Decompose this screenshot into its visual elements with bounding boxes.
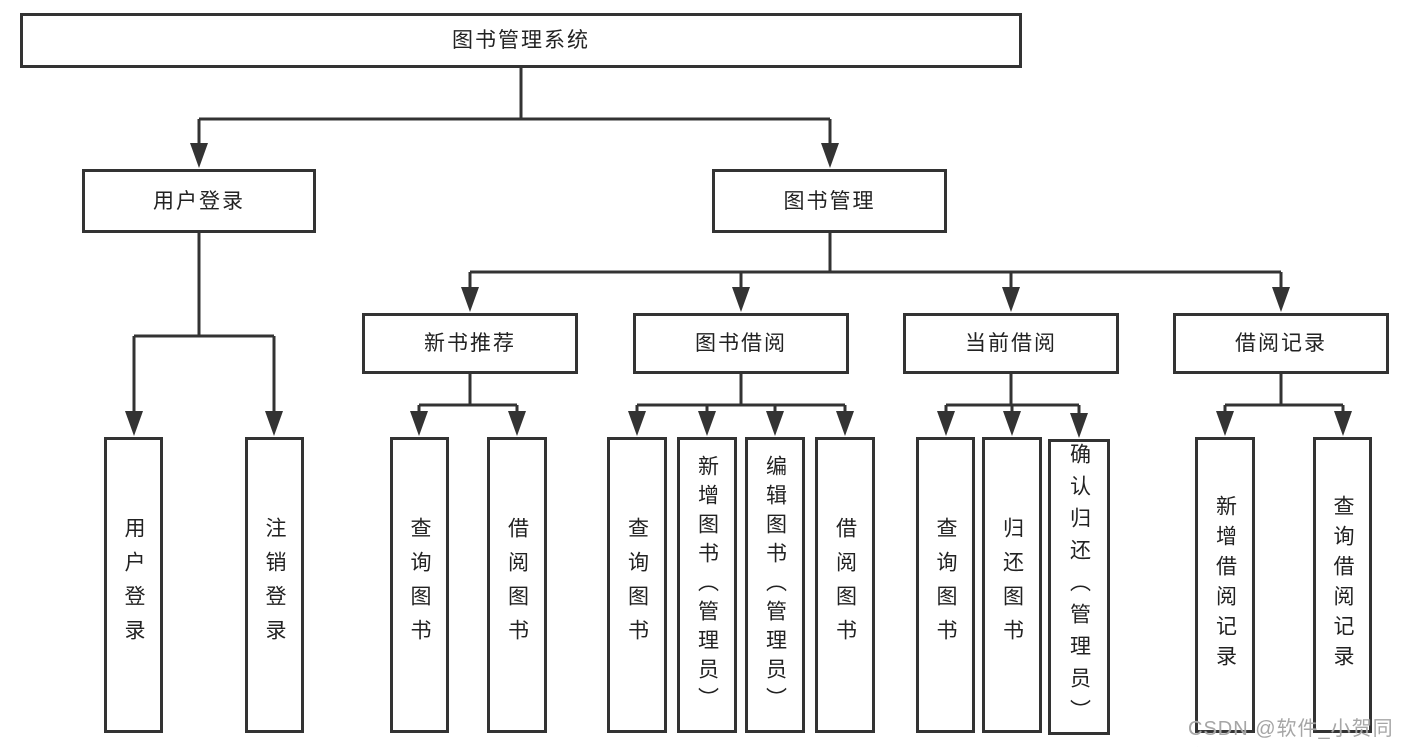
node-borrow-record: 借阅记录: [1173, 313, 1389, 374]
leaf-return-books: 归还图书: [982, 437, 1042, 733]
node-book-borrow: 图书借阅: [633, 313, 849, 374]
leaf-query-books-borrow: 查询图书: [607, 437, 667, 733]
leaf-logout: 注销登录: [245, 437, 304, 733]
leaf-user-login: 用户登录: [104, 437, 163, 733]
node-book-management: 图书管理: [712, 169, 947, 233]
connector-lines: [132, 68, 1345, 413]
leaf-query-books-current: 查询图书: [916, 437, 975, 733]
leaf-add-book-admin: 新增图书（管理员）: [677, 437, 737, 733]
node-new-book-recommend: 新书推荐: [362, 313, 578, 374]
leaf-confirm-return-admin: 确认归还（管理员）: [1048, 439, 1110, 735]
leaf-add-borrow-record: 新增借阅记录: [1195, 437, 1255, 733]
leaf-query-borrow-record: 查询借阅记录: [1313, 437, 1372, 733]
leaf-borrow-books-borrow: 借阅图书: [815, 437, 875, 733]
watermark: CSDN @软件_小贺同学: [1188, 718, 1394, 740]
node-user-login: 用户登录: [82, 169, 316, 233]
arrowhead-icons: [125, 143, 1352, 438]
leaf-query-books-recommend: 查询图书: [390, 437, 449, 733]
leaf-edit-book-admin: 编辑图书（管理员）: [745, 437, 805, 733]
leaf-borrow-books-recommend: 借阅图书: [487, 437, 547, 733]
node-root: 图书管理系统: [20, 13, 1022, 68]
node-current-borrow: 当前借阅: [903, 313, 1119, 374]
